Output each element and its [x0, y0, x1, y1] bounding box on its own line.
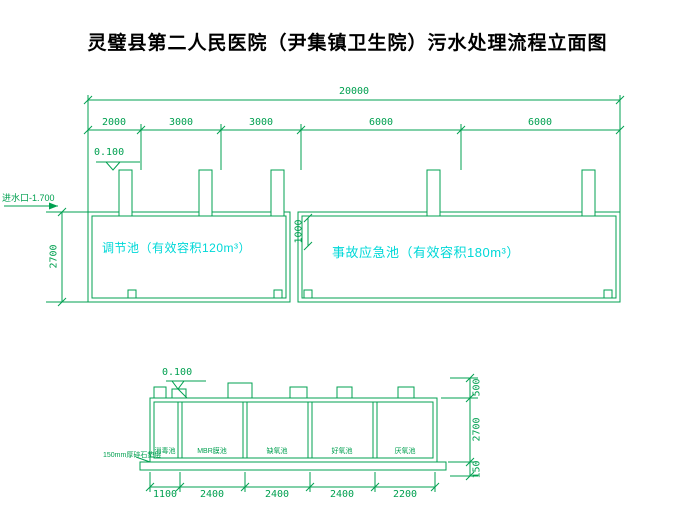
compartment-label: 好氧池 — [331, 448, 353, 455]
lower-height-dimension: 500 — [471, 378, 483, 397]
base-layer-note: 150mm厚碎石垫层 — [103, 452, 162, 459]
inner-depth-dimension-line — [303, 213, 313, 251]
upper-total-dimension-line — [83, 95, 625, 105]
lower-risers — [153, 382, 415, 399]
lower-base-slab — [135, 456, 447, 471]
lower-width-dimension: 2400 — [329, 489, 355, 500]
regulating-tank-label: 调节池（有效容积120m³） — [102, 241, 252, 255]
upper-segment-dimension: 3000 — [168, 117, 194, 128]
lower-width-dimension: 2200 — [392, 489, 418, 500]
upper-total-dimension: 20000 — [338, 86, 370, 97]
upper-elevation-symbol — [96, 161, 140, 171]
lower-height-dimension: 150 — [471, 460, 483, 479]
lower-width-dimension: 2400 — [264, 489, 290, 500]
upper-extension-lines — [87, 95, 621, 212]
upper-segment-dimension: 6000 — [368, 117, 394, 128]
upper-segment-dimension: 2000 — [101, 117, 127, 128]
upper-segment-dimension-line — [83, 125, 625, 135]
inlet-arrow — [4, 202, 58, 210]
compartment-label: 消毒池 — [154, 448, 176, 455]
lower-height-dimension: 2700 — [471, 417, 483, 442]
upper-segment-dimension: 3000 — [248, 117, 274, 128]
lower-height-dimension-line — [441, 373, 478, 481]
drawing-title: 灵璧县第二人民医院（尹集镇卫生院）污水处理流程立面图 — [87, 33, 608, 54]
lower-elevation-value: 0.100 — [162, 367, 193, 378]
upper-height-dimension-line — [46, 207, 88, 307]
upper-roof-posts — [118, 169, 596, 217]
compartment-label: 缺氧池 — [266, 448, 288, 455]
lower-width-dimension: 1100 — [152, 489, 178, 500]
compartment-label: 厌氧池 — [394, 448, 416, 455]
inner-depth-dimension: 1000 — [293, 219, 305, 244]
compartment-label: MBR膜池 — [197, 448, 227, 455]
emergency-tank-label: 事故应急池（有效容积180m³） — [332, 245, 520, 260]
upper-segment-dimension: 6000 — [527, 117, 553, 128]
inlet-label: 进水口-1.700 — [2, 193, 55, 203]
upper-tank-outline — [87, 211, 621, 303]
upper-height-dimension: 2700 — [48, 244, 60, 269]
upper-elevation-value: 0.100 — [94, 147, 125, 158]
lower-width-dimension-line — [145, 472, 440, 492]
lower-width-dimension: 2400 — [199, 489, 225, 500]
